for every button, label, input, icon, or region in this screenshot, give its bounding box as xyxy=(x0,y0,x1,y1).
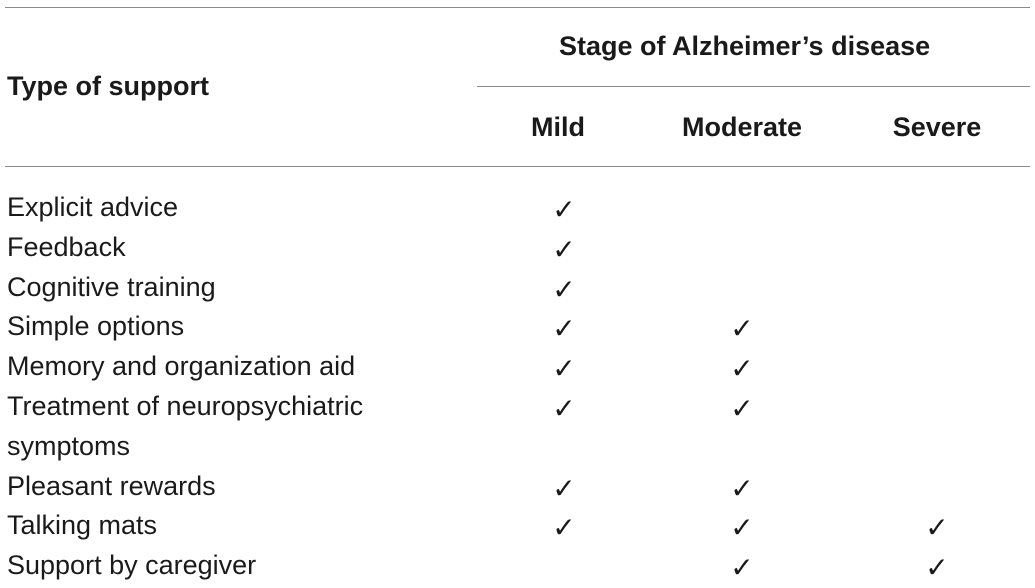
support-type-label: Simple options xyxy=(7,311,185,342)
table-row: Explicit advice ✓ xyxy=(0,188,1035,228)
table-top-rule xyxy=(5,7,1030,8)
check-icon-moderate: ✓ xyxy=(730,551,754,585)
group-header-rule xyxy=(477,86,1030,87)
check-icon-mild: ✓ xyxy=(552,232,576,266)
column-header-severe: Severe xyxy=(892,112,982,142)
check-icon-mild: ✓ xyxy=(552,391,576,425)
stage-group-header: Stage of Alzheimer’s disease xyxy=(559,31,931,61)
table-row: Simple options ✓ ✓ xyxy=(0,307,1035,347)
table-row: Cognitive training ✓ xyxy=(0,268,1035,308)
column-header-moderate: Moderate xyxy=(681,112,803,142)
support-type-label: Support by caregiver xyxy=(7,550,257,581)
check-icon-moderate: ✓ xyxy=(730,471,754,505)
check-icon-mild: ✓ xyxy=(552,272,576,306)
check-icon-mild: ✓ xyxy=(552,511,576,545)
type-of-support-header: Type of support xyxy=(7,71,209,101)
support-type-label: Pleasant rewards xyxy=(7,470,216,501)
support-type-label: Talking mats xyxy=(7,510,158,541)
check-icon-mild: ✓ xyxy=(552,352,576,386)
table-row: Talking mats ✓ ✓ ✓ xyxy=(0,506,1035,546)
support-type-label: Explicit advice xyxy=(7,192,179,222)
check-icon-mild: ✓ xyxy=(552,471,576,505)
table-row: Feedback ✓ xyxy=(0,228,1035,268)
header-bottom-rule xyxy=(5,166,1030,167)
check-icon-moderate: ✓ xyxy=(730,391,754,425)
support-type-label: Treatment of neuropsychiatric symptoms xyxy=(7,390,364,461)
table-row: Treatment of neuropsychiatric symptoms ✓ ✓ xyxy=(0,387,1035,467)
check-icon-severe: ✓ xyxy=(925,511,949,545)
check-icon-moderate: ✓ xyxy=(730,511,754,545)
support-type-label: Cognitive training xyxy=(7,271,216,302)
table-row: Pleasant rewards ✓ ✓ xyxy=(0,467,1035,507)
table-row: Memory and organization aid ✓ ✓ xyxy=(0,347,1035,387)
table-row: Support by caregiver ✓ ✓ xyxy=(0,546,1035,586)
check-icon-moderate: ✓ xyxy=(730,312,754,346)
table-body: Explicit advice✓Feedback✓Cognitive train… xyxy=(0,188,1035,586)
support-type-label: Memory and organization aid xyxy=(7,351,356,382)
column-header-mild: Mild xyxy=(531,112,585,142)
check-icon-moderate: ✓ xyxy=(730,352,754,386)
support-type-label: Feedback xyxy=(7,231,126,262)
check-icon-mild: ✓ xyxy=(552,312,576,346)
check-icon-mild: ✓ xyxy=(552,193,576,226)
check-icon-severe: ✓ xyxy=(925,551,949,585)
